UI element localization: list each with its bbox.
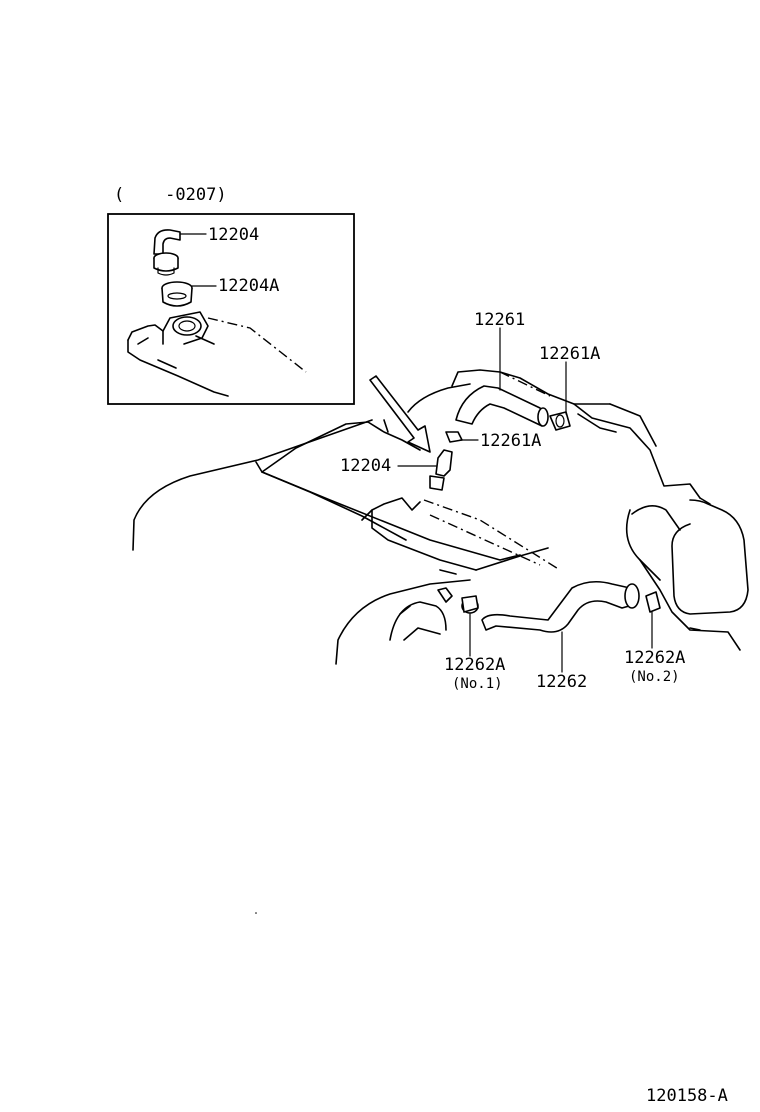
hose-12262 bbox=[481, 580, 640, 633]
clip-12261A-mid bbox=[445, 431, 463, 443]
label-inset-12204A: 12204A bbox=[218, 276, 279, 296]
label-inset-12204: 12204 bbox=[208, 225, 259, 245]
label-12262A-no1-note: (No.1) bbox=[452, 676, 503, 692]
label-12262A-no2-note: (No.2) bbox=[629, 669, 680, 685]
label-12261A-top: 12261A bbox=[539, 344, 600, 364]
label-12261: 12261 bbox=[474, 310, 525, 330]
label-12262A-no2: 12262A bbox=[624, 648, 685, 668]
pcv-valve-12204 bbox=[429, 449, 453, 491]
label-12262A-no1: 12262A bbox=[444, 655, 505, 675]
inset-pcv-valve-drawing bbox=[127, 229, 307, 397]
stray-dot bbox=[255, 912, 257, 914]
callout-arrow bbox=[369, 375, 431, 453]
hose-12261 bbox=[455, 385, 549, 427]
clip-12262A-no1 bbox=[461, 595, 479, 614]
label-12262: 12262 bbox=[536, 672, 587, 692]
label-12261A-mid: 12261A bbox=[480, 431, 541, 451]
clip-12261A-top bbox=[549, 411, 571, 431]
inset-range-label: ( -0207) bbox=[114, 185, 227, 205]
clip-12262A-no2 bbox=[645, 591, 661, 613]
leader-lines bbox=[397, 327, 653, 673]
figure-id: 120158-A bbox=[646, 1086, 728, 1106]
label-12204: 12204 bbox=[340, 456, 391, 476]
engine-outline-drawing bbox=[132, 369, 749, 665]
inset-frame bbox=[107, 213, 355, 405]
